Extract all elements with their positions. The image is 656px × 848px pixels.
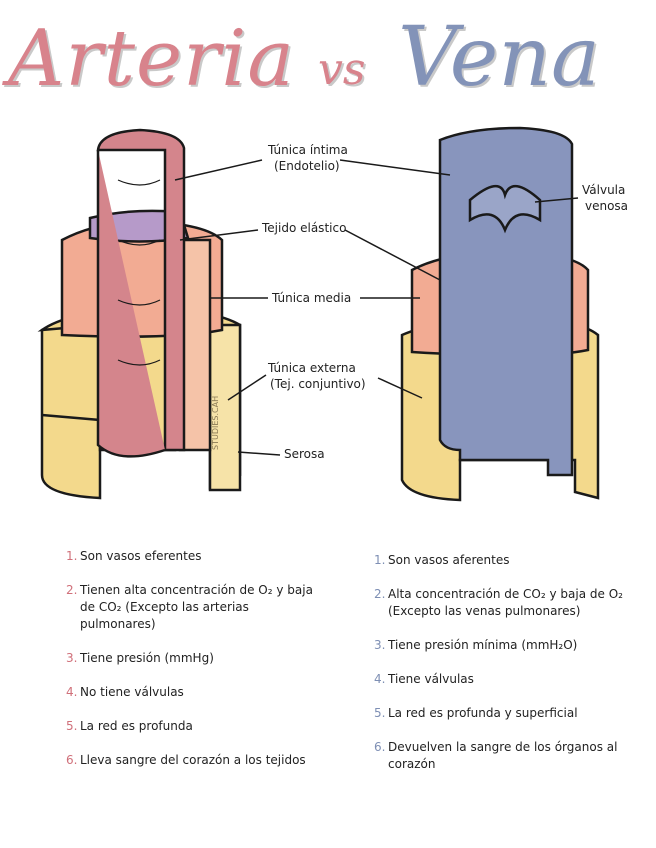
label-tejido-elastico: Tejido elástico (261, 221, 346, 235)
label-serosa: Serosa (284, 447, 325, 461)
title-vs: vs (318, 44, 365, 95)
vessel-diagram: STUDIES.CAH Túnica íntima (Endotelio) Te… (0, 120, 656, 520)
list-item: 5.La red es profunda (66, 718, 316, 735)
label-tunica-externa: Túnica externa (267, 361, 356, 375)
list-item: 4.No tiene válvulas (66, 684, 316, 701)
vein-tunica-intima (440, 128, 572, 475)
list-item: 2.Tienen alta concentración de O₂ y baja… (66, 582, 316, 633)
label-valvula: Válvula (582, 183, 625, 197)
label-venosa: venosa (585, 199, 628, 213)
vena-list: 1.Son vasos aferentes 2.Alta concentraci… (374, 552, 634, 790)
label-endotelio: (Endotelio) (274, 159, 340, 173)
list-item: 5.La red es profunda y superficial (374, 705, 634, 722)
list-item: 3.Tiene presión (mmHg) (66, 650, 316, 667)
list-item: 6.Lleva sangre del corazón a los tejidos (66, 752, 316, 769)
page-title: Arteria vs Vena (0, 0, 656, 125)
arteria-list: 1.Son vasos eferentes 2.Tienen alta conc… (66, 548, 316, 786)
title-vena: Vena (398, 10, 600, 105)
watermark: STUDIES.CAH (211, 396, 220, 450)
list-item: 4.Tiene válvulas (374, 671, 634, 688)
vein-illustration (402, 128, 598, 500)
list-item: 1.Son vasos eferentes (66, 548, 316, 565)
label-tunica-intima: Túnica íntima (267, 143, 348, 157)
list-item: 3.Tiene presión mínima (mmH₂O) (374, 637, 634, 654)
title-arteria: Arteria (8, 14, 295, 104)
list-item: 6.Devuelven la sangre de los órganos al … (374, 739, 634, 773)
artery-tunica-externa (42, 323, 100, 498)
label-tej-conjuntivo: (Tej. conjuntivo) (270, 377, 366, 391)
label-tunica-media: Túnica media (271, 291, 351, 305)
list-item: 1.Son vasos aferentes (374, 552, 634, 569)
list-item: 2.Alta concentración de CO₂ y baja de O₂… (374, 586, 634, 620)
